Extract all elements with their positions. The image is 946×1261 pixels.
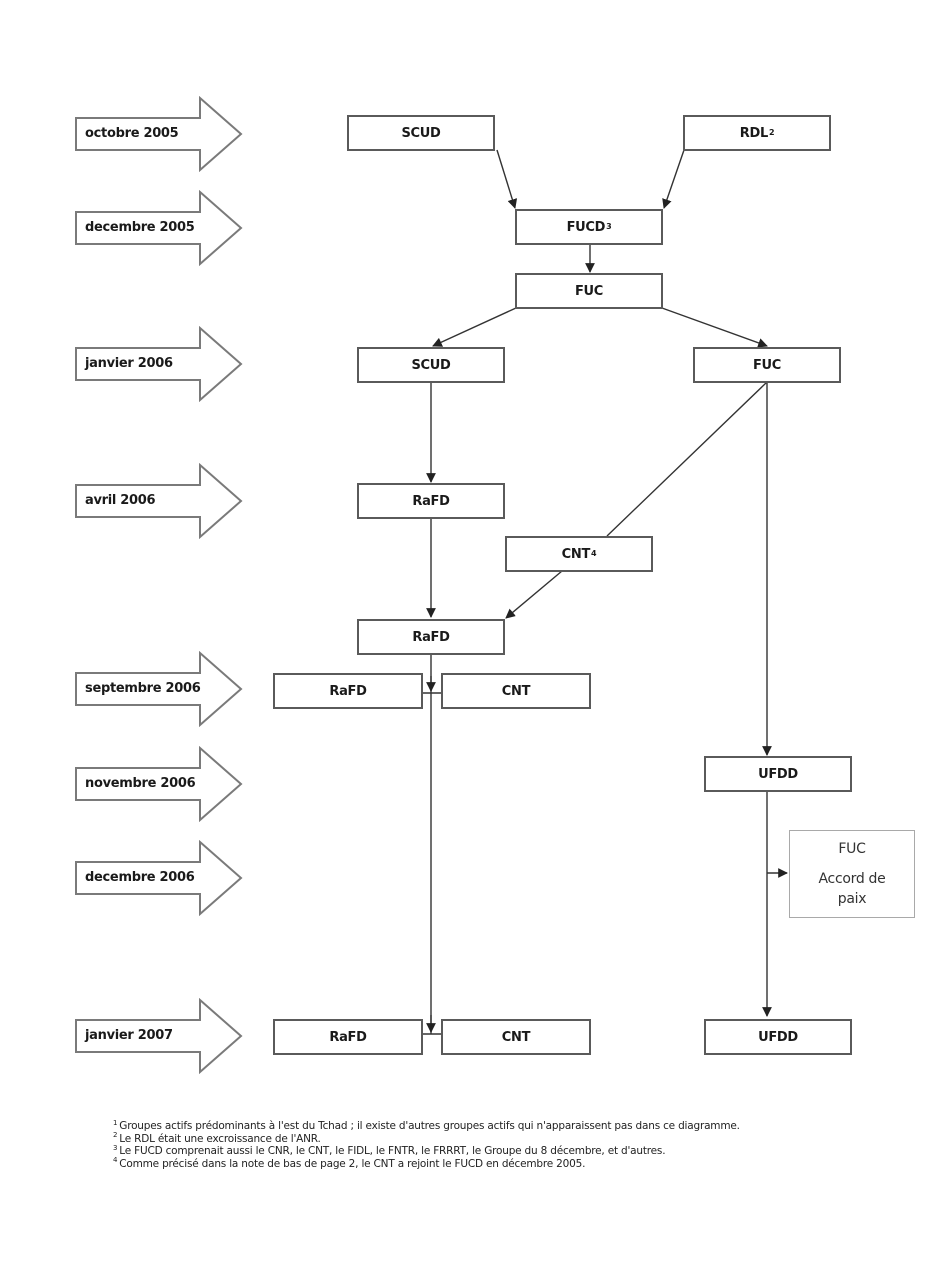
node-rafd-merged: RaFD xyxy=(357,619,505,655)
timeline-marker: janvier 2006 xyxy=(73,326,245,402)
node-label: CNT xyxy=(501,683,531,699)
timeline-marker: novembre 2006 xyxy=(73,746,245,822)
footnote-number: 1 xyxy=(113,1118,118,1127)
timeline-marker: janvier 2007 xyxy=(73,998,245,1074)
block-arrow-icon xyxy=(75,326,243,402)
edge-fuc-to-cnt xyxy=(606,381,768,537)
node-label: RaFD xyxy=(329,1029,367,1045)
node-label: FUC xyxy=(574,283,604,299)
footnote-text: Le FUCD comprenait aussi le CNR, le CNT,… xyxy=(119,1145,666,1157)
node-scud-jan2006: SCUD xyxy=(357,347,505,383)
node-label: SCUD xyxy=(401,125,441,141)
node-fuc-dec2005: FUC xyxy=(515,273,663,309)
node-fuc-jan2006: FUC xyxy=(693,347,841,383)
node-label: FUC xyxy=(752,357,782,373)
node-label: FUCD xyxy=(566,219,606,235)
footnote-number: 4 xyxy=(113,1156,118,1164)
block-arrow-icon xyxy=(75,190,243,266)
node-label: RDL xyxy=(739,125,768,141)
node-label: UFDD xyxy=(758,766,798,782)
node-cnt-jan2007: CNT xyxy=(441,1019,591,1055)
node-label: RaFD xyxy=(329,683,367,699)
node-rafd-apr2006: RaFD xyxy=(357,483,505,519)
timeline-marker: septembre 2006 xyxy=(73,651,245,727)
node-label: SCUD xyxy=(411,357,451,373)
timeline-marker: decembre 2005 xyxy=(73,190,245,266)
timeline-label: decembre 2005 xyxy=(85,220,195,235)
footnote-text: Groupes actifs prédominants à l'est du T… xyxy=(119,1120,740,1132)
node-label: CNT xyxy=(561,546,591,562)
footnote-text: Le RDL était une excroissance de l'ANR. xyxy=(119,1132,321,1145)
timeline-marker: octobre 2005 xyxy=(73,96,245,172)
block-arrow-icon xyxy=(75,746,243,822)
node-label: UFDD xyxy=(758,1029,798,1045)
block-arrow-icon xyxy=(75,96,243,172)
edge-fuc-to-scud xyxy=(432,307,517,347)
edge-fuc-to-fuc xyxy=(661,307,768,348)
footnote-number: 3 xyxy=(113,1143,118,1152)
block-arrow-icon xyxy=(75,998,243,1074)
timeline-label: janvier 2006 xyxy=(85,356,173,371)
footnote-text: Comme précisé dans la note de bas de pag… xyxy=(119,1157,586,1170)
node-label: FUC xyxy=(838,841,866,857)
edge-rdl-to-fucd xyxy=(662,149,685,209)
edge-cnt-to-rafd-merged xyxy=(505,570,563,619)
block-arrow-icon xyxy=(75,651,243,727)
timeline-label: decembre 2006 xyxy=(85,870,195,885)
node-rafd-jan2007: RaFD xyxy=(273,1019,423,1055)
timeline-label: octobre 2005 xyxy=(85,126,179,141)
node-label: RaFD xyxy=(412,629,450,645)
node-cnt-sep2006: CNT xyxy=(441,673,591,709)
node-ufdd-nov2006: UFDD xyxy=(704,756,852,792)
block-arrow-icon xyxy=(75,840,243,916)
timeline-marker: decembre 2006 xyxy=(73,840,245,916)
timeline-label: novembre 2006 xyxy=(85,776,196,791)
timeline-marker: avril 2006 xyxy=(73,463,245,539)
node-label: RaFD xyxy=(412,493,450,509)
block-arrow-icon xyxy=(75,463,243,539)
timeline-label: janvier 2007 xyxy=(85,1028,173,1043)
timeline-label: septembre 2006 xyxy=(85,681,201,696)
edge-scud-to-fucd xyxy=(496,149,518,209)
timeline-label: avril 2006 xyxy=(85,493,156,508)
node-scud-oct2005: SCUD xyxy=(347,115,495,151)
node-rafd-sep2006: RaFD xyxy=(273,673,423,709)
node-ufdd-jan2007: UFDD xyxy=(704,1019,852,1055)
node-sublabel: Accord de paix xyxy=(818,871,886,907)
node-fuc-peace-agreement: FUC Accord de paix xyxy=(789,830,915,918)
footnote-number: 2 xyxy=(113,1131,118,1139)
node-label: CNT xyxy=(501,1029,531,1045)
